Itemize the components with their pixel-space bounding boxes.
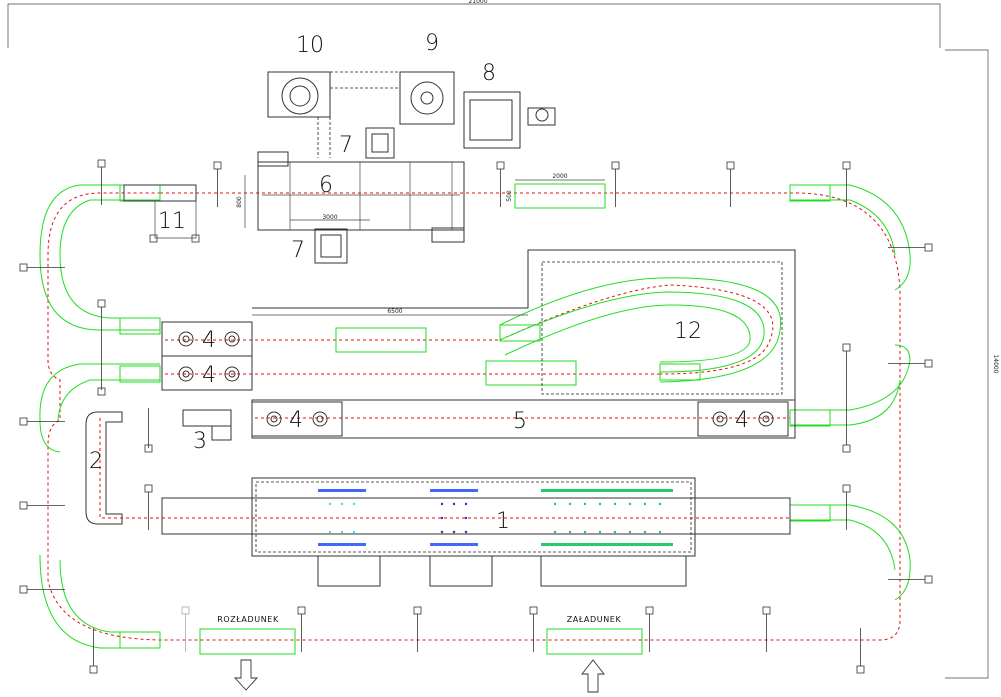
station-12-label: 12 <box>674 319 702 344</box>
station-7-bottom: 7 <box>291 228 348 264</box>
load-zone: ZAŁADUNEK <box>567 615 622 693</box>
overall-width-dimension: 21000 <box>7 0 941 48</box>
station-4a-label: 4 <box>202 328 216 353</box>
station-10-label: 10 <box>296 33 324 58</box>
overall-height-dimension: 14000 <box>945 49 999 679</box>
booth-width-label: 2000 <box>552 173 567 180</box>
station-11: 11 <box>123 184 197 239</box>
carrier-arcs <box>39 184 911 649</box>
station-5-label: 5 <box>513 409 527 434</box>
booth-dimension: 2000 500 <box>506 173 605 202</box>
station-6-oven: 800 3000 6 <box>236 151 465 243</box>
unload-zone: ROZŁADUNEK <box>217 615 279 691</box>
station-7-bottom-label: 7 <box>291 238 305 263</box>
oven-height-dimension: 800 <box>236 196 243 208</box>
station-1-label: 1 <box>496 509 510 534</box>
station-10-fan: 10 <box>267 33 400 158</box>
booth-height-label: 500 <box>506 190 513 202</box>
station-5-transfer: 4 4 5 <box>251 399 796 439</box>
unload-label: ROZŁADUNEK <box>217 615 279 624</box>
station-6-label: 6 <box>319 173 333 198</box>
arrow-up-icon <box>581 659 605 693</box>
station-8-label: 8 <box>482 61 496 86</box>
oven-length-dimension: 3000 <box>322 214 337 221</box>
station-2: 2 <box>85 411 123 525</box>
station-7-top-label: 7 <box>339 133 353 158</box>
station-4c-label: 4 <box>289 408 303 433</box>
station-3: 3 <box>182 409 232 454</box>
station-3-label: 3 <box>193 429 207 454</box>
buffer-rectangles <box>199 183 643 655</box>
station-11-label: 11 <box>158 209 186 234</box>
station-4d-label: 4 <box>735 408 749 433</box>
support-posts <box>19 159 933 674</box>
arrow-down-icon <box>233 659 259 691</box>
station-9-fan: 9 <box>399 31 455 125</box>
station-9-label: 9 <box>425 31 439 56</box>
station-4-upper: 4 4 <box>161 321 253 391</box>
station-8-booth: 8 <box>463 61 556 149</box>
overall-height-label: 14000 <box>992 354 999 373</box>
overall-width-label: 21000 <box>468 0 487 5</box>
station-2-label: 2 <box>89 449 103 474</box>
station-4b-label: 4 <box>202 363 216 388</box>
load-label: ZAŁADUNEK <box>567 615 622 624</box>
station-1-wash: 1 <box>161 477 791 587</box>
station-7-top: 7 <box>339 127 395 159</box>
conveyor-route <box>47 192 901 641</box>
long-station-dimension: 6500 <box>387 308 402 315</box>
